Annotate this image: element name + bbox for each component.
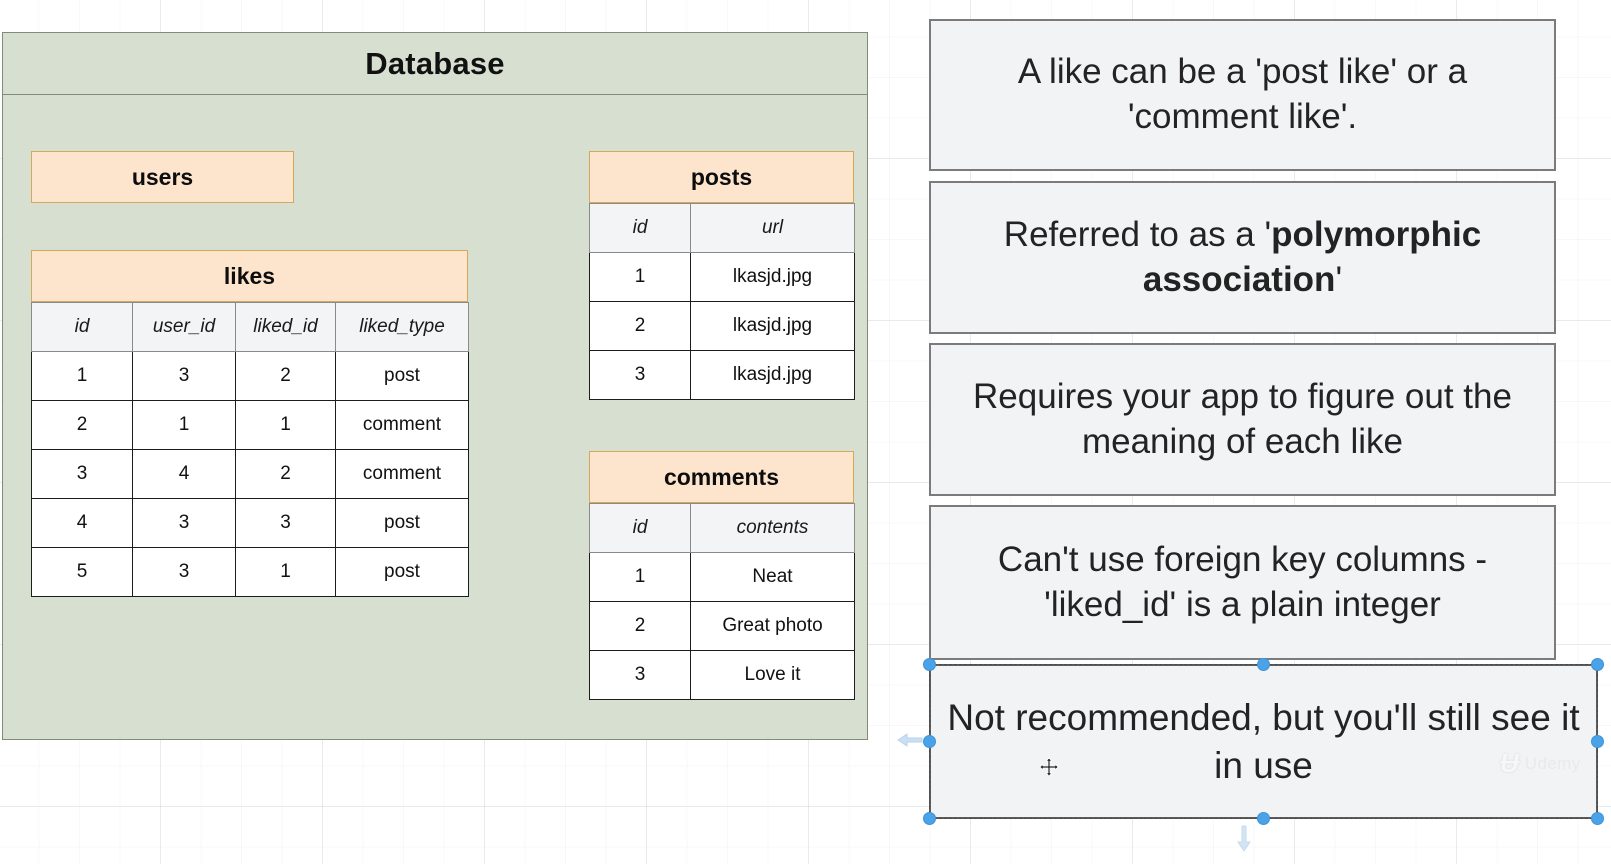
table-cell: 4 — [132, 449, 236, 499]
table-cell: 1 — [235, 547, 336, 597]
database-title: Database — [365, 45, 505, 81]
entity-comments-table: id contents 1 Neat 2 Great photo 3 — [589, 503, 855, 700]
table-row: 3 Love it — [589, 650, 855, 700]
entity-likes-name: likes — [223, 262, 276, 289]
note-box-2[interactable]: Referred to as a 'polymorphic associatio… — [929, 181, 1556, 334]
connect-arrow-bottom-icon[interactable] — [1235, 824, 1253, 852]
note-text-emphasis: polymorphic association — [1142, 214, 1482, 299]
table-cell: 2 — [235, 449, 336, 499]
table-cell: post — [335, 498, 469, 548]
column-header: liked_type — [335, 302, 469, 352]
note-box-5-selected[interactable]: Not recommended, but you'll still see it… — [929, 664, 1598, 819]
note-text-before: Referred to as a ' — [1003, 214, 1272, 254]
table-cell: 1 — [31, 351, 133, 401]
table-cell: 2 — [31, 400, 133, 450]
table-cell: comment — [335, 449, 469, 499]
table-cell: post — [335, 351, 469, 401]
column-header: liked_id — [235, 302, 336, 352]
column-header: id — [589, 203, 691, 253]
entity-posts-table: id url 1 lkasjd.jpg 2 lkasjd.jpg 3 — [589, 203, 855, 400]
table-header-row: id url — [589, 203, 855, 253]
table-row: 1 lkasjd.jpg — [589, 252, 855, 302]
table-row: 3 4 2 comment — [31, 449, 469, 499]
table-cell: 3 — [132, 351, 236, 401]
move-cursor-icon — [1039, 757, 1059, 777]
entity-users-header: users — [31, 151, 294, 203]
table-cell: lkasjd.jpg — [690, 350, 855, 400]
table-cell: comment — [335, 400, 469, 450]
table-cell: 3 — [132, 547, 236, 597]
column-header: url — [690, 203, 855, 253]
column-header: id — [31, 302, 133, 352]
entity-posts-name: posts — [690, 163, 753, 190]
entity-comments-name: comments — [663, 463, 780, 490]
entity-comments-header: comments — [589, 451, 854, 503]
column-header: id — [589, 503, 691, 553]
table-cell: lkasjd.jpg — [690, 252, 855, 302]
resize-handle-middle-left[interactable] — [923, 735, 936, 748]
entity-likes[interactable]: likes id user_id liked_id liked_type 1 3 — [31, 250, 469, 597]
table-row: 2 Great photo — [589, 601, 855, 651]
table-row: 1 3 2 post — [31, 351, 469, 401]
table-row: 1 Neat — [589, 552, 855, 602]
table-cell: Love it — [690, 650, 855, 700]
table-cell: lkasjd.jpg — [690, 301, 855, 351]
entity-likes-header: likes — [31, 250, 468, 302]
table-cell: 2 — [589, 601, 691, 651]
resize-handle-top-center[interactable] — [1257, 658, 1270, 671]
table-row: 2 lkasjd.jpg — [589, 301, 855, 351]
table-cell: 1 — [589, 252, 691, 302]
note-text: Referred to as a 'polymorphic associatio… — [945, 213, 1540, 303]
entity-likes-table: id user_id liked_id liked_type 1 3 2 pos… — [31, 302, 469, 597]
table-cell: 3 — [235, 498, 336, 548]
table-cell: 3 — [589, 650, 691, 700]
table-cell: 3 — [132, 498, 236, 548]
entity-posts[interactable]: posts id url 1 lkasjd.jpg 2 — [589, 151, 855, 400]
table-cell: 2 — [589, 301, 691, 351]
table-cell: 3 — [589, 350, 691, 400]
table-cell: 5 — [31, 547, 133, 597]
table-cell: 2 — [235, 351, 336, 401]
table-cell: 1 — [235, 400, 336, 450]
table-row: 3 lkasjd.jpg — [589, 350, 855, 400]
table-row: 5 3 1 post — [31, 547, 469, 597]
resize-handle-top-right[interactable] — [1591, 658, 1604, 671]
note-text: Not recommended, but you'll still see it… — [947, 697, 1580, 786]
table-cell: 4 — [31, 498, 133, 548]
entity-comments[interactable]: comments id contents 1 Neat 2 — [589, 451, 855, 700]
entity-users[interactable]: users — [31, 151, 294, 203]
entity-users-name: users — [131, 163, 194, 190]
table-row: 4 3 3 post — [31, 498, 469, 548]
table-cell: 1 — [132, 400, 236, 450]
note-text: Can't use foreign key columns - 'liked_i… — [997, 539, 1488, 624]
resize-handle-middle-right[interactable] — [1591, 735, 1604, 748]
table-cell: Great photo — [690, 601, 855, 651]
note-text: Requires your app to figure out the mean… — [973, 376, 1512, 461]
table-row: 2 1 1 comment — [31, 400, 469, 450]
note-text: A like can be a 'post like' or a 'commen… — [1017, 52, 1468, 136]
table-header-row: id contents — [589, 503, 855, 553]
column-header: contents — [690, 503, 855, 553]
table-header-row: id user_id liked_id liked_type — [31, 302, 469, 352]
resize-handle-bottom-right[interactable] — [1591, 812, 1604, 825]
entity-posts-header: posts — [589, 151, 854, 203]
connect-arrow-left-icon[interactable] — [897, 731, 923, 749]
resize-handle-top-left[interactable] — [923, 658, 936, 671]
table-cell: 1 — [589, 552, 691, 602]
table-cell: post — [335, 547, 469, 597]
resize-handle-bottom-center[interactable] — [1257, 812, 1270, 825]
table-cell: 3 — [31, 449, 133, 499]
database-title-bar: Database — [3, 33, 867, 95]
database-container[interactable]: Database users likes id user_id liked_id — [2, 32, 868, 740]
note-box-4[interactable]: Can't use foreign key columns - 'liked_i… — [929, 505, 1556, 660]
column-header: user_id — [132, 302, 236, 352]
table-cell: Neat — [690, 552, 855, 602]
note-box-1[interactable]: A like can be a 'post like' or a 'commen… — [929, 19, 1556, 171]
note-box-3[interactable]: Requires your app to figure out the mean… — [929, 343, 1556, 496]
note-text-after: ' — [1335, 259, 1343, 299]
resize-handle-bottom-left[interactable] — [923, 812, 936, 825]
